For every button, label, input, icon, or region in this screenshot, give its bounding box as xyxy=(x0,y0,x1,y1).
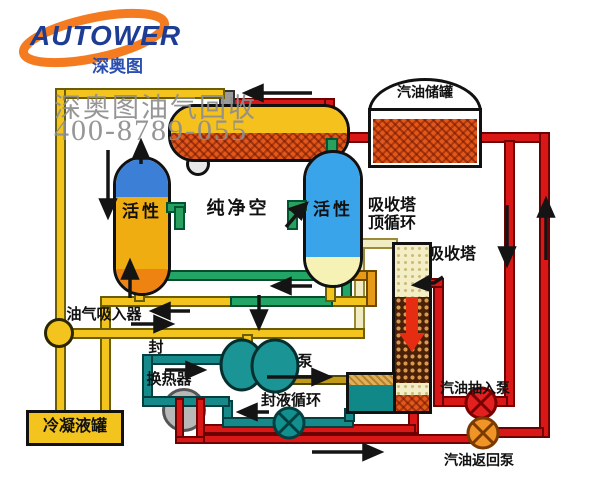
gasoline-return-pump-icon xyxy=(466,416,500,450)
absorber-topcirc-line2: 顶循环 xyxy=(367,215,416,233)
arrow-seal-loop-right xyxy=(165,360,208,380)
seal-label: 封 xyxy=(148,339,164,356)
pipe-orange-elbow-vert xyxy=(366,270,377,307)
heat-exchanger-label: 换热器 xyxy=(146,371,192,388)
absorber-sump xyxy=(395,395,429,411)
absorber-topcirc-label: 吸收塔 顶循环 xyxy=(360,197,424,234)
arrow-crossover-left xyxy=(269,276,312,296)
arrow-seal-return-left xyxy=(235,402,269,422)
seal-circulation-pump-icon xyxy=(272,406,306,440)
seal-circulation-label: 封液循环 xyxy=(260,392,321,409)
watermark-line2: 400-8789-055 xyxy=(54,114,248,147)
absorber-tower xyxy=(392,242,432,414)
carbon-bed-left xyxy=(113,156,171,296)
arrow-bottom-red-right xyxy=(312,442,385,462)
seal-tank-liquid xyxy=(349,385,393,411)
arrow-truck-return-left xyxy=(241,83,312,103)
arrow-into-left-bed-up xyxy=(120,257,140,298)
vapor-inlet-label: 油气吸入器 xyxy=(66,306,142,323)
condensate-tank-label: 冷凝液罐 xyxy=(42,418,107,435)
vapor-inlet-device xyxy=(44,318,74,348)
absorber-topcirc-line1: 吸收塔 xyxy=(367,197,416,214)
logo-subtitle: 深奥图 xyxy=(92,57,143,76)
arrow-tower-spray-down xyxy=(399,297,425,352)
carbon-right-bottom xyxy=(306,257,360,285)
carbon-left-top xyxy=(116,159,168,197)
arrow-return-riser-up xyxy=(536,195,556,260)
arrow-suction-downcomer-down xyxy=(497,205,517,269)
absorber-label: 吸收塔 xyxy=(427,246,476,263)
gasoline-return-pump-label: 汽油返回泵 xyxy=(444,452,514,468)
watermark-line1: 深奥图油气回收 xyxy=(54,93,257,123)
storage-tank-liquid xyxy=(373,119,477,163)
arrow-upper-run-left xyxy=(148,301,190,321)
tanker-truck-tank xyxy=(168,104,350,162)
pipe-red-suction-downcomer xyxy=(504,140,515,407)
carbon-left-body xyxy=(116,197,168,269)
storage-tank-label: 汽油储罐 xyxy=(397,84,453,100)
arrow-vacpump-feed-down xyxy=(249,295,269,332)
carbon-bed-right xyxy=(303,150,363,288)
arrow-left-riser-down xyxy=(98,150,118,221)
vacuum-pump-shape xyxy=(219,338,300,394)
seal-liquid-tank xyxy=(346,372,396,414)
pipe-red-right-riser xyxy=(539,132,550,438)
left-bed-vent-fitting-v xyxy=(174,206,185,230)
arrow-left-bed-vent-up xyxy=(131,137,151,164)
arrow-right-bed-vent-diag xyxy=(284,201,309,229)
condensate-tank xyxy=(26,410,124,446)
tanker-vapor-space xyxy=(171,107,347,133)
logo-swoosh xyxy=(18,8,170,68)
pipe-teal-through-hx xyxy=(142,396,230,407)
carbon-left-label: 活性 xyxy=(122,202,162,221)
logo-wordmark: AUTOWER xyxy=(30,20,182,51)
gasoline-intake-pump-label: 汽油抽入泵 xyxy=(440,380,510,396)
storage-tank-body xyxy=(368,108,482,168)
absorber-lower-band xyxy=(395,383,429,395)
carbon-right-body xyxy=(306,153,360,257)
arrow-lower-run-right xyxy=(131,314,176,334)
pipe-red-hx-bottom xyxy=(175,436,205,444)
arrow-vacpump-discharge-right xyxy=(267,367,334,387)
carbon-right-label: 活性 xyxy=(313,200,353,219)
clean-air-label: 纯净空 xyxy=(206,198,270,218)
arrow-tower-entry-left xyxy=(410,274,444,293)
seal-tank-top-layer xyxy=(349,375,393,385)
